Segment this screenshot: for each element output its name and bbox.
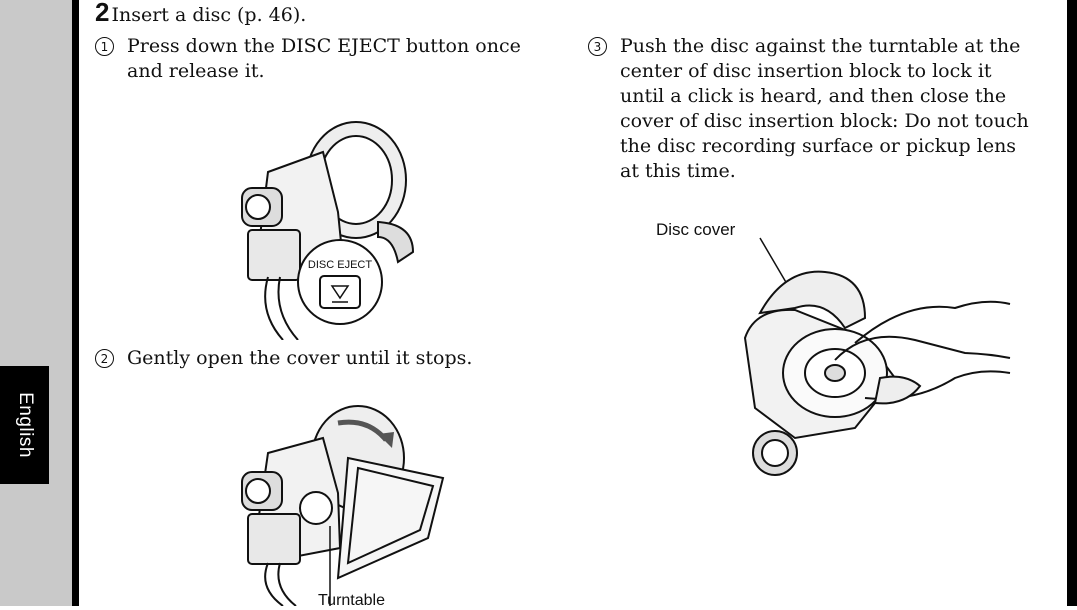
instruction-2-marker: 2 [95, 349, 114, 368]
disc-insertion-illustration [743, 237, 1011, 476]
instruction-3-marker: 3 [588, 37, 607, 56]
turntable-callout: Turntable [318, 592, 385, 609]
page-border-right [1067, 0, 1077, 606]
instruction-1-marker: 1 [95, 37, 114, 56]
instruction-1: 1 Press down the DISC EJECT button once … [95, 34, 540, 84]
language-tab-label: English [14, 392, 36, 458]
instruction-2: 2 Gently open the cover until it stops. [95, 346, 540, 371]
instruction-3: 3 Push the disc against the turntable at… [588, 34, 1040, 184]
eject-button-label: DISC EJECT [308, 259, 372, 271]
language-tab: English [0, 366, 49, 484]
step-title: Insert a disc (p. 46). [111, 4, 307, 26]
step-number: 2 [95, 0, 110, 27]
instruction-3-text: Push the disc against the turntable at t… [620, 35, 1029, 182]
left-margin-strip [0, 0, 72, 606]
disc-cover-callout: Disc cover [656, 220, 736, 239]
camcorder-eject-illustration: DISC EJECT [241, 121, 415, 340]
instruction-1-text: Press down the DISC EJECT button once an… [127, 35, 521, 82]
instruction-2-text: Gently open the cover until it stops. [127, 347, 473, 369]
camcorder-open-cover-illustration [241, 405, 445, 606]
page-border-left [72, 0, 79, 606]
